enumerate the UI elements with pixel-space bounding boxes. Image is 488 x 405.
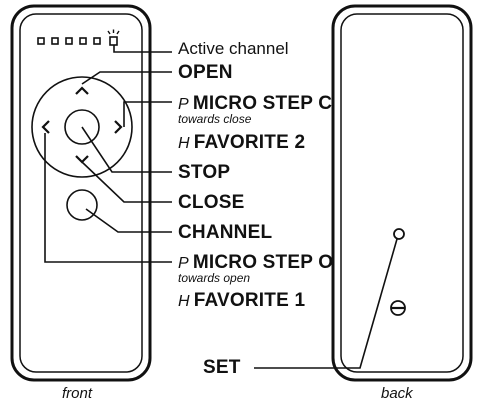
led-2: [51, 37, 59, 45]
stop-leader: [81, 126, 172, 173]
set-hole: [393, 228, 405, 240]
led-5: [93, 37, 101, 45]
label-active-channel: Active channel: [178, 39, 289, 58]
label-towards-open: towards open: [178, 271, 251, 285]
label-open: OPEN: [178, 62, 233, 83]
label-channel: CHANNEL: [178, 222, 273, 243]
back-remote-outer: [331, 4, 473, 382]
label-favorite-1-prefix: H: [178, 293, 190, 310]
led-1: [37, 37, 45, 45]
channel-button: [66, 189, 98, 221]
channel-leader: [85, 208, 172, 233]
label-favorite-1-text: FAVORITE 1: [193, 290, 306, 311]
chevron-left-icon: [41, 120, 50, 134]
label-micro-step-c-prefix: P: [178, 96, 189, 113]
active-channel-leader: [113, 45, 172, 53]
label-close: CLOSE: [178, 192, 245, 213]
led-3: [65, 37, 73, 45]
label-micro-step-o-prefix: P: [178, 255, 189, 272]
led-4: [79, 37, 87, 45]
label-towards-close: towards close: [178, 112, 252, 126]
chevron-up-icon: [75, 86, 89, 95]
close-leader: [81, 161, 172, 203]
micro-step-o-leader: [44, 133, 172, 263]
caption-front: front: [62, 385, 93, 402]
led-active: [109, 36, 118, 46]
label-favorite-2-text: FAVORITE 2: [193, 132, 306, 153]
label-set: SET: [203, 357, 241, 378]
front-remote-inner: [19, 13, 143, 373]
caption-back: back: [381, 385, 413, 402]
label-stop: STOP: [178, 162, 231, 183]
set-leader: [254, 238, 398, 369]
open-leader: [81, 71, 172, 85]
label-micro-step-c-text: MICRO STEP C: [192, 93, 333, 114]
back-remote-inner: [340, 13, 464, 373]
channel-indicator-leds: [37, 29, 120, 46]
label-micro-step-o-text: MICRO STEP O: [192, 252, 334, 273]
label-favorite-2-prefix: H: [178, 135, 190, 152]
chevron-right-icon: [114, 120, 123, 134]
micro-step-c-leader: [123, 101, 172, 127]
